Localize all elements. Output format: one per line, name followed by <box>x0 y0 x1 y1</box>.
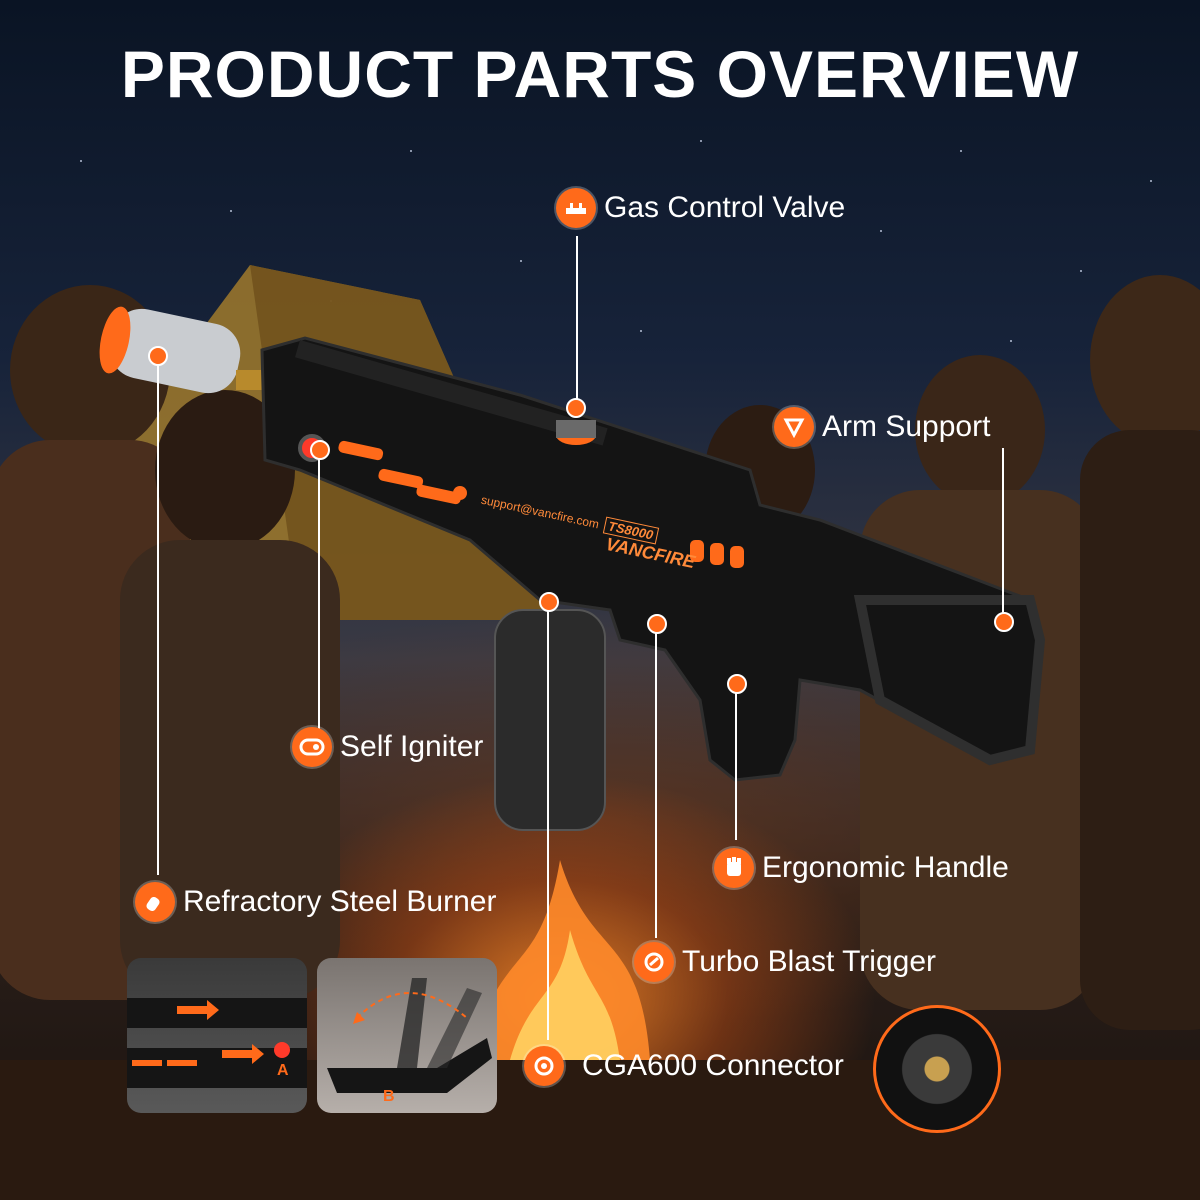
callout-dot-igniter <box>310 440 330 460</box>
arm-support-icon <box>774 407 814 447</box>
campfire-flames <box>470 860 650 1060</box>
inset-folding-b: B <box>317 958 497 1113</box>
trigger-icon <box>634 942 674 982</box>
inset-a-marker: A <box>277 1062 289 1079</box>
callout-dot-trigger <box>647 614 667 634</box>
callout-line-burner <box>157 360 159 875</box>
person-far-right-head <box>1090 275 1200 445</box>
valve-icon <box>556 188 596 228</box>
burner-icon <box>135 882 175 922</box>
page-title: PRODUCT PARTS OVERVIEW <box>120 37 1080 111</box>
connector-closeup <box>873 1005 1001 1133</box>
callout-line-connector <box>547 606 549 1040</box>
label-text: Arm Support <box>822 410 991 443</box>
label-text: Turbo Blast Trigger <box>682 945 936 978</box>
callout-line-arm <box>1002 448 1004 616</box>
label-text: Ergonomic Handle <box>762 851 1009 884</box>
shoulder-stock <box>853 595 1046 766</box>
callout-dot-burner <box>148 346 168 366</box>
igniter-icon <box>292 727 332 767</box>
label-text: Gas Control Valve <box>604 191 846 224</box>
callout-line-handle <box>735 690 737 840</box>
callout-dot-valve <box>566 398 586 418</box>
label-text: Self Igniter <box>340 730 484 763</box>
callout-line-igniter <box>318 452 320 732</box>
inset-b-drawing <box>327 978 492 1093</box>
label-self-igniter: Self Igniter <box>292 727 483 767</box>
label-ergonomic-handle: Ergonomic Handle <box>714 848 1009 888</box>
label-gas-control-valve: Gas Control Valve <box>556 188 845 228</box>
label-cga600-connector: CGA600 Connector <box>524 1046 844 1086</box>
person-right-head <box>915 355 1045 505</box>
fist-icon <box>714 848 754 888</box>
person-center-left-head <box>155 390 295 550</box>
label-text: CGA600 Connector <box>582 1049 844 1082</box>
inset-a-drawing <box>127 998 307 1088</box>
valve-knob <box>556 420 596 445</box>
top-rail <box>295 340 608 446</box>
callout-line-valve <box>576 236 578 406</box>
label-arm-support: Arm Support <box>774 407 990 447</box>
inset-b-marker: B <box>383 1088 395 1105</box>
callout-dot-handle <box>727 674 747 694</box>
burner-nozzle <box>99 306 276 394</box>
person-far-right-body <box>1080 430 1200 1030</box>
label-text: Refractory Steel Burner <box>183 885 497 918</box>
label-refractory-steel-burner: Refractory Steel Burner <box>135 882 496 922</box>
callout-line-trigger <box>655 628 657 938</box>
callout-dot-arm <box>994 612 1014 632</box>
gas-canister <box>494 609 606 831</box>
label-turbo-blast-trigger: Turbo Blast Trigger <box>634 942 936 982</box>
callout-dot-connector <box>539 592 559 612</box>
orange-accents <box>338 440 744 568</box>
connector-icon <box>524 1046 564 1086</box>
inset-assembly-a: A <box>127 958 307 1113</box>
person-center-left-body <box>120 540 340 1000</box>
